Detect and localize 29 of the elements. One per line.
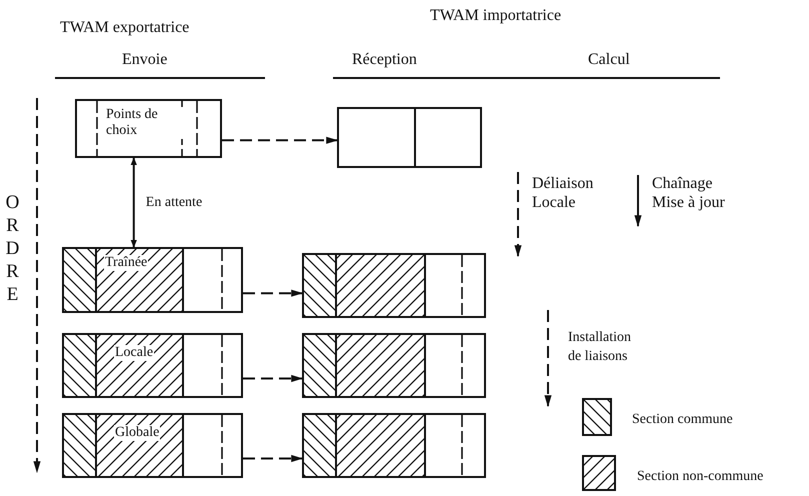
hatched-record-box <box>62 413 243 478</box>
arrow <box>130 157 137 248</box>
column-subheading: Réception <box>352 50 417 69</box>
box-label: Locale <box>114 345 154 361</box>
legend-note: Installation de liaisons <box>568 329 632 366</box>
legend-note: Chaînage Mise à jour <box>652 174 726 212</box>
column-heading: TWAM exportatrice <box>60 18 190 37</box>
hatched-record-box <box>62 247 243 313</box>
arrow <box>243 290 304 297</box>
column-heading: TWAM importatrice <box>430 6 562 25</box>
column-subheading: Envoie <box>122 50 168 69</box>
box-label: Traînée <box>104 255 148 271</box>
arrow <box>243 454 304 462</box>
hatched-record-box <box>302 413 486 478</box>
hatched-record-box <box>302 253 486 318</box>
box-label: Globale <box>114 425 160 441</box>
legend-note: Déliaison Locale <box>532 174 594 212</box>
record-box <box>337 107 482 168</box>
hatched-record-box <box>62 333 243 398</box>
axis-label: ORDRE <box>3 192 22 307</box>
legend-label: Section commune <box>632 411 733 429</box>
column-subheading: Calcul <box>588 50 630 69</box>
legend-label: Section non-commune <box>637 468 764 486</box>
edge-label: En attente <box>146 194 202 212</box>
hatched-record-box <box>302 333 486 398</box>
arrow <box>222 136 338 144</box>
record-box <box>75 99 222 158</box>
box-label: Points de choix <box>105 107 185 139</box>
arrow <box>243 374 304 382</box>
